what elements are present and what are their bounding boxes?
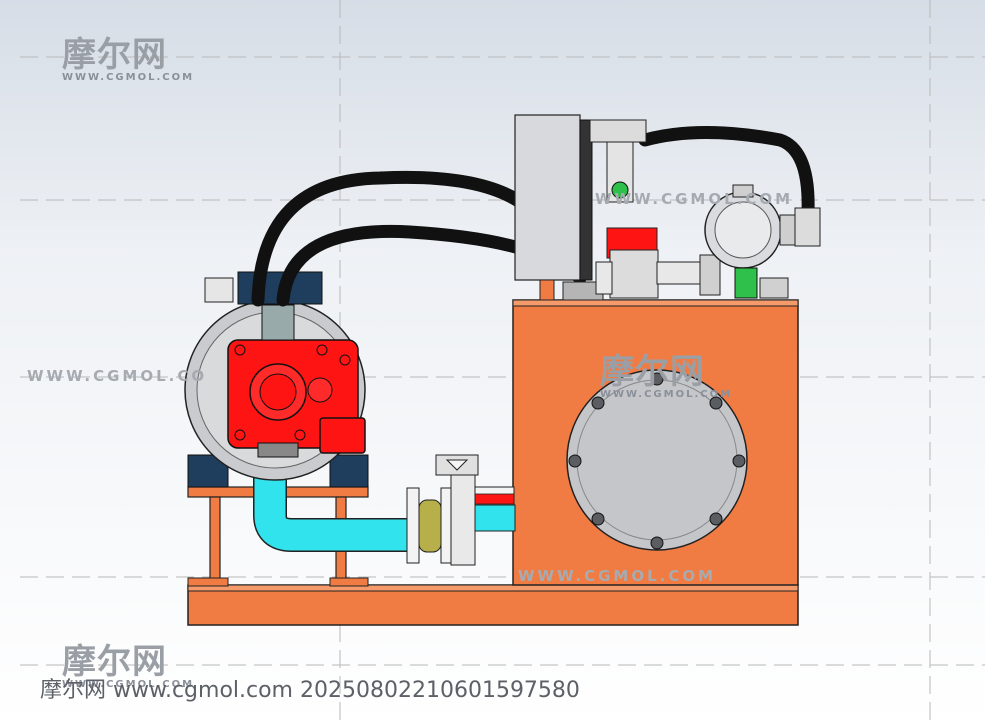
- filter-housing: [704, 184, 821, 299]
- watermark-logo-text: 摩尔网: [62, 642, 167, 682]
- watermark-site-top: WWW.CGMOL.COM: [595, 190, 794, 208]
- watermark-logo-top: 摩尔网 WWW.CGMOL.COM: [62, 38, 194, 83]
- watermark-logo-text: 摩尔网: [62, 35, 167, 75]
- pump-solenoid: [319, 417, 366, 454]
- image-caption: 摩尔网 www.cgmol.com 20250802210601597580: [40, 678, 580, 703]
- oil-cooler: [514, 114, 604, 301]
- cover-bolts: [568, 372, 746, 550]
- watermark-logo-url: WWW.CGMOL.COM: [600, 389, 733, 400]
- suction-valve: [450, 469, 476, 566]
- hydraulic-pump: [227, 304, 366, 458]
- watermark-logo-text: 摩尔网: [600, 352, 705, 392]
- watermark-logo-url: WWW.CGMOL.COM: [62, 72, 195, 83]
- rubber-joint: [418, 499, 442, 553]
- watermark-site-bottom: WWW.CGMOL.COM: [518, 567, 717, 585]
- watermark-logo-center: 摩尔网 WWW.CGMOL.COM: [600, 355, 732, 400]
- watermark-site-left: WWW.CGMOL.CO: [27, 367, 208, 385]
- base-frame: [187, 486, 799, 626]
- center-lines: [20, 0, 985, 725]
- suction-pipe: [253, 454, 516, 566]
- valve-stack: [589, 119, 721, 299]
- watermark-logo-url: WWW.CGMOL.COM: [62, 679, 195, 690]
- watermark-logo-bottom: 摩尔网 WWW.CGMOL.COM: [62, 645, 194, 690]
- oil-tank: [512, 299, 799, 586]
- inspection-cover: [566, 369, 748, 551]
